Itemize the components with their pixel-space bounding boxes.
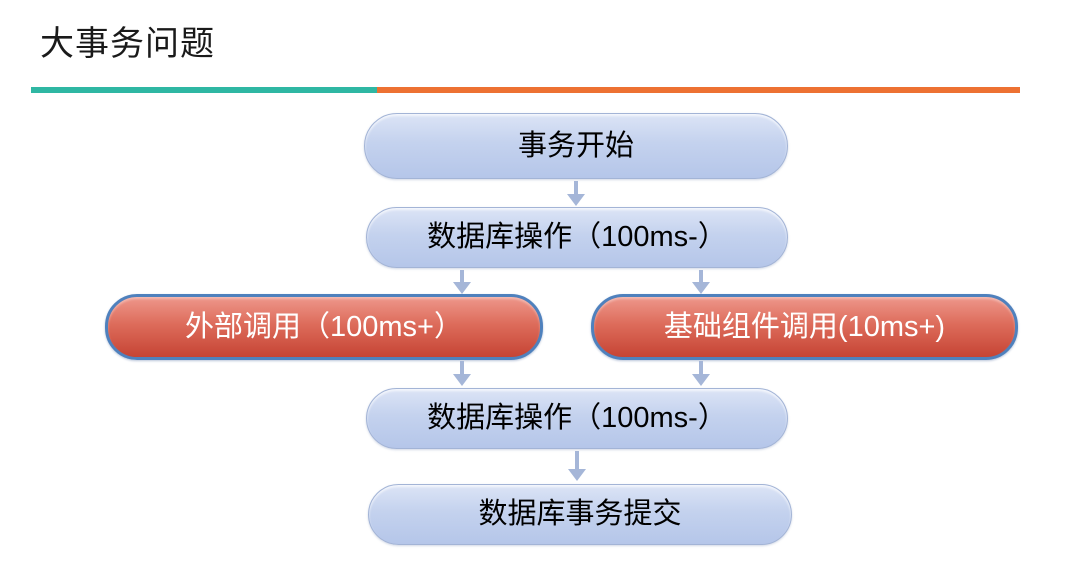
arrow-head [567, 194, 585, 206]
arrow-down-icon [568, 451, 586, 481]
arrow-stem [575, 451, 579, 469]
flow-node-commit-label: 数据库事务提交 [478, 498, 682, 530]
flow-node-component-call-label: 基础组件调用(10ms+) [663, 310, 946, 343]
arrow-head [453, 282, 471, 294]
flow-node-component-call: 基础组件调用(10ms+) [591, 294, 1018, 360]
arrow-down-icon [567, 181, 585, 206]
flow-node-external-call: 外部调用（100ms+） [105, 294, 543, 360]
flow-node-commit: 数据库事务提交 [368, 484, 792, 545]
arrow-head [692, 282, 710, 294]
arrow-stem [460, 270, 464, 282]
page-title: 大事务问题 [40, 25, 215, 63]
flow-node-start-label: 事务开始 [517, 129, 634, 162]
arrow-down-icon [692, 270, 710, 294]
arrow-head [692, 374, 710, 386]
arrow-stem [699, 361, 703, 374]
arrow-head [568, 469, 586, 481]
divider-orange-segment [377, 87, 1020, 93]
flow-node-db-op-1-label: 数据库操作（100ms-） [427, 221, 727, 253]
flow-node-db-op-1: 数据库操作（100ms-） [366, 207, 788, 268]
arrow-stem [460, 361, 464, 374]
flow-node-external-call-label: 外部调用（100ms+） [185, 310, 463, 343]
arrow-down-icon [453, 270, 471, 294]
flow-node-db-op-2: 数据库操作（100ms-） [366, 388, 788, 449]
flow-node-start: 事务开始 [364, 113, 788, 179]
flow-node-db-op-2-label: 数据库操作（100ms-） [427, 402, 727, 434]
arrow-stem [699, 270, 703, 282]
divider-teal-segment [31, 87, 377, 93]
arrow-down-icon [692, 361, 710, 386]
divider-bar [31, 87, 1020, 93]
arrow-head [453, 374, 471, 386]
arrow-down-icon [453, 361, 471, 386]
arrow-stem [574, 181, 578, 194]
